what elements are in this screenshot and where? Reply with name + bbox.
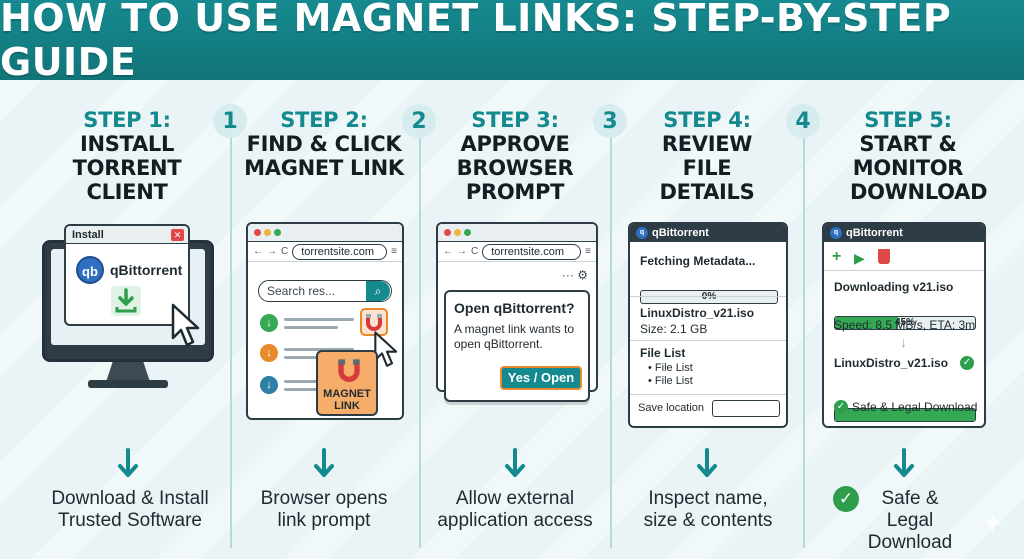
install-window-title: Install (72, 228, 104, 241)
divider (419, 108, 421, 548)
dialog-title: Open qBittorrent? (454, 300, 575, 316)
download-icon[interactable]: ↓ (260, 314, 278, 332)
menu-icon[interactable]: ≡ (391, 246, 397, 257)
divider (230, 108, 232, 548)
step-4-title: STEP 4: REVIEW FILE DETAILS (659, 108, 755, 204)
download-progress-bar: 45% (834, 316, 976, 330)
url-bar[interactable]: torrentsite.com (292, 243, 388, 260)
check-icon: ✓ (960, 356, 974, 370)
step-2-column: STEP 2: FIND & CLICK MAGNET LINK (234, 100, 414, 550)
down-arrow-icon (505, 448, 525, 477)
magnet-icon (338, 359, 360, 382)
down-arrow-icon (314, 448, 334, 477)
sparkle-icon: ✦ (982, 508, 1004, 538)
list-item: • File List (648, 375, 693, 387)
dialog-text: A magnet link wants to open qBittorrent. (454, 322, 575, 351)
file-list-label: File List (640, 346, 686, 360)
check-circle-icon: ✓ (833, 486, 859, 512)
step-number-1: 1 (213, 104, 247, 138)
complete-progress-bar (834, 408, 976, 422)
step-5-column: STEP 5: START & MONITOR DOWNLOAD (808, 100, 1008, 550)
downloading-label: Downloading v21.iso (834, 280, 954, 294)
yes-open-button[interactable]: Yes / Open (500, 366, 582, 390)
down-arrow-icon (697, 448, 717, 477)
qbittorrent-logo-icon: q (636, 226, 648, 239)
settings-gear-icon[interactable]: ··· ⚙ (561, 268, 588, 282)
page-title: HOW TO USE MAGNET LINKS: STEP-BY-STEP GU… (0, 0, 952, 84)
step-number-3: 3 (593, 104, 627, 138)
download-icon[interactable] (111, 286, 141, 316)
search-input[interactable]: Search res... (258, 280, 392, 302)
app-title: qBittorrent (652, 226, 709, 239)
monitor-stand (106, 362, 150, 382)
back-icon[interactable]: ← (443, 246, 453, 257)
qbittorrent-window: q qBittorrent Fetching Metadata... 0% Lin… (628, 222, 788, 428)
menu-icon[interactable]: ≡ (585, 246, 591, 257)
file-size: Size: 2.1 GB (640, 322, 708, 336)
step-number-2: 2 (402, 104, 436, 138)
fetching-label: Fetching Metadata... (640, 254, 756, 268)
list-item: • File List (648, 362, 693, 374)
qbittorrent-logo-icon: q (830, 226, 842, 239)
magnet-link-icon[interactable] (360, 308, 388, 336)
file-list: • File List • File List (648, 362, 693, 388)
download-icon[interactable]: ↓ (260, 376, 278, 394)
title-banner: HOW TO USE MAGNET LINKS: STEP-BY-STEP GU… (0, 0, 1024, 84)
reload-icon[interactable]: C (471, 246, 479, 257)
close-icon[interactable]: ✕ (171, 229, 184, 241)
forward-icon[interactable]: → (267, 246, 277, 257)
monitor-base (88, 380, 168, 388)
speed-eta: Speed: 8.5 MB/s, ETA: 3m (834, 318, 976, 332)
delete-icon[interactable] (878, 249, 890, 264)
step-2-title: STEP 2: FIND & CLICK MAGNET LINK (244, 108, 404, 180)
step-1-column: STEP 1: INSTALL TORRENT CLIENT (32, 100, 222, 550)
step-3-title: STEP 3: APPROVE BROWSER PROMPT (456, 108, 574, 204)
approve-dialog: Open qBittorrent? A magnet link wants to… (444, 290, 590, 402)
cursor-icon (171, 303, 200, 347)
install-window: Install ✕ qb qBittorrent (64, 224, 190, 326)
down-arrow-icon (894, 448, 914, 477)
save-location-input[interactable] (712, 400, 780, 417)
resume-icon[interactable]: ▶ (854, 250, 865, 266)
step-5-title: STEP 5: START & MONITOR DOWNLOAD (850, 108, 988, 204)
add-icon[interactable]: + (832, 248, 842, 265)
arrow-down-icon: ↓ (900, 334, 907, 350)
magnet-label: MAGNET LINK (323, 388, 371, 412)
fetch-progress-bar: 0% (640, 290, 778, 304)
forward-icon[interactable]: → (457, 246, 467, 257)
save-location-label: Save location (638, 402, 705, 414)
down-arrow-icon (118, 448, 138, 477)
step-4-column: STEP 4: REVIEW FILE DETAILS (614, 100, 800, 550)
magnet-link-callout[interactable]: MAGNET LINK (316, 350, 378, 416)
search-icon[interactable]: ⌕ (366, 281, 390, 301)
download-icon[interactable]: ↓ (260, 344, 278, 362)
check-icon: ✓ (834, 400, 848, 414)
file-name: LinuxDistro_v21.iso (640, 306, 755, 320)
status-text: Safe & Legal Download (852, 400, 978, 414)
back-icon[interactable]: ← (253, 246, 263, 257)
reload-icon[interactable]: C (281, 246, 289, 257)
qbittorrent-logo-icon: qb (76, 256, 104, 284)
divider (803, 108, 805, 548)
divider (610, 108, 612, 548)
step-4-caption: Inspect name,size & contents (643, 488, 773, 531)
step-number-4: 4 (786, 104, 820, 138)
step-3-column: STEP 3: APPROVE BROWSER PROMPT (424, 100, 606, 550)
app-name: qBittorrent (110, 262, 183, 278)
url-bar[interactable]: torrentsite.com (482, 243, 582, 260)
step-1-title: STEP 1: INSTALL TORRENT CLIENT (72, 108, 182, 204)
app-title: qBittorrent (846, 226, 903, 239)
qbittorrent-window: q qBittorrent + ▶ Downloading v21.iso 45%… (822, 222, 986, 428)
file-name: LinuxDistro_v21.iso (834, 356, 949, 370)
